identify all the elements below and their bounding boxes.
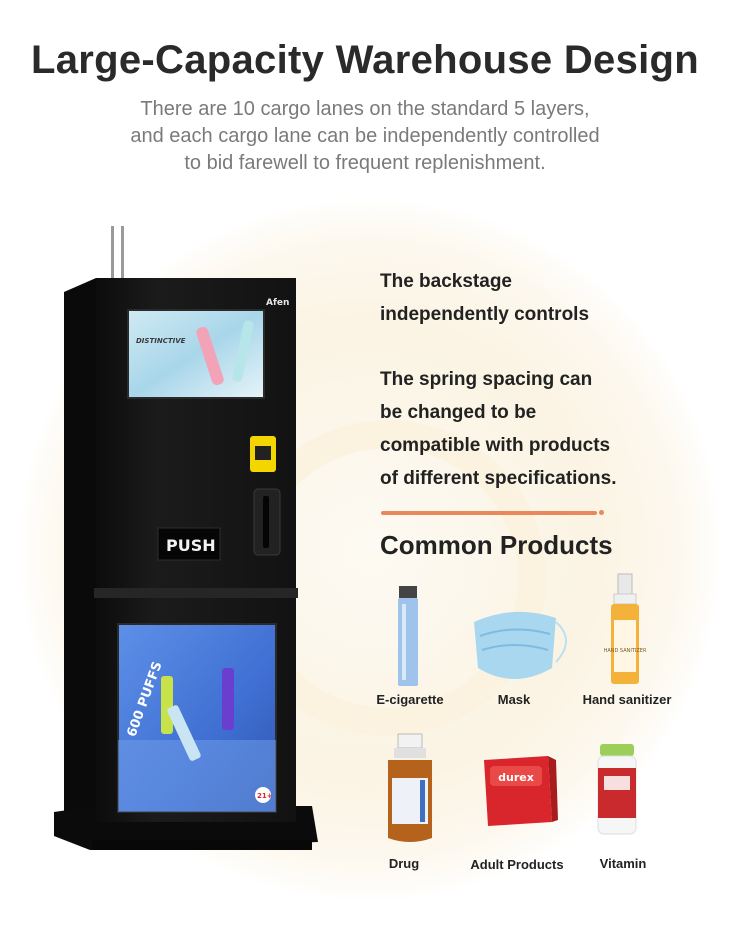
brand-logo: Afen — [266, 298, 289, 308]
product-label: Vitamin — [599, 856, 647, 871]
product-hand-sanitizer: Hand sanitizer — [572, 692, 682, 707]
subtitle-line: and each cargo lane can be independently… — [130, 125, 600, 147]
screen-pod-pink — [196, 326, 224, 386]
push-door — [157, 527, 221, 561]
card-reader-screen — [255, 446, 271, 460]
age-badge-text: 21+ — [257, 792, 273, 800]
accent-divider — [381, 511, 597, 515]
product-e-cigarette: E-cigarette — [355, 692, 465, 707]
drug-bottle-icon — [388, 733, 432, 842]
feature-line: compatible with products — [380, 435, 611, 456]
product-label: E-cigarette — [376, 692, 444, 707]
svg-text:HAND SANITIZER: HAND SANITIZER — [604, 648, 647, 654]
bill-slot — [263, 496, 269, 548]
antenna — [121, 226, 124, 280]
page-title: Large-Capacity Warehouse Design — [31, 38, 699, 82]
feature-line: The backstage — [380, 271, 512, 292]
screen-text: DISTINCTIVE — [136, 337, 186, 345]
product-label: Hand sanitizer — [582, 692, 672, 707]
e-cigarette-icon — [398, 586, 418, 686]
hand-sanitizer-icon: HAND SANITIZER — [604, 573, 647, 684]
product-label: Mask — [497, 692, 531, 707]
feature-backstage: The backstage independently controls — [380, 265, 589, 331]
product-drug: Drug — [349, 856, 459, 871]
svg-text:durex: durex — [498, 771, 534, 784]
machine-side — [64, 278, 96, 846]
antenna — [111, 226, 114, 280]
subtitle-line: There are 10 cargo lanes on the standard… — [140, 98, 590, 120]
machine-divider — [94, 588, 298, 598]
subtitle: There are 10 cargo lanes on the standard… — [0, 96, 730, 177]
product-vitamin: Vitamin — [568, 856, 678, 871]
vitamin-bottle-icon — [597, 744, 637, 835]
mask-icon — [474, 611, 567, 679]
feature-line: The spring spacing can — [380, 369, 593, 390]
product-label: Adult Products — [470, 857, 564, 872]
product-mask: Mask — [459, 692, 569, 707]
product-label: Drug — [388, 856, 420, 871]
common-products-title: Common Products — [380, 530, 613, 560]
screen-pod-teal — [232, 320, 254, 382]
subtitle-line: to bid farewell to frequent replenishmen… — [184, 152, 546, 174]
display-vape-green — [161, 676, 173, 734]
display-vape-light — [167, 705, 201, 761]
display-vape-purple — [222, 668, 234, 730]
durex-box-icon: durex — [484, 756, 558, 826]
machine-base-edge — [92, 840, 312, 850]
accent-divider-dot — [599, 510, 604, 515]
feature-line: of different specifications. — [380, 468, 617, 489]
push-label: PUSH — [166, 536, 216, 555]
age-badge — [255, 787, 271, 803]
feature-spring-spacing: The spring spacing can be changed to be … — [380, 363, 616, 495]
feature-line: independently controls — [380, 304, 590, 325]
feature-line: be changed to be — [380, 402, 537, 423]
product-adult-products: Adult Products — [462, 857, 572, 872]
